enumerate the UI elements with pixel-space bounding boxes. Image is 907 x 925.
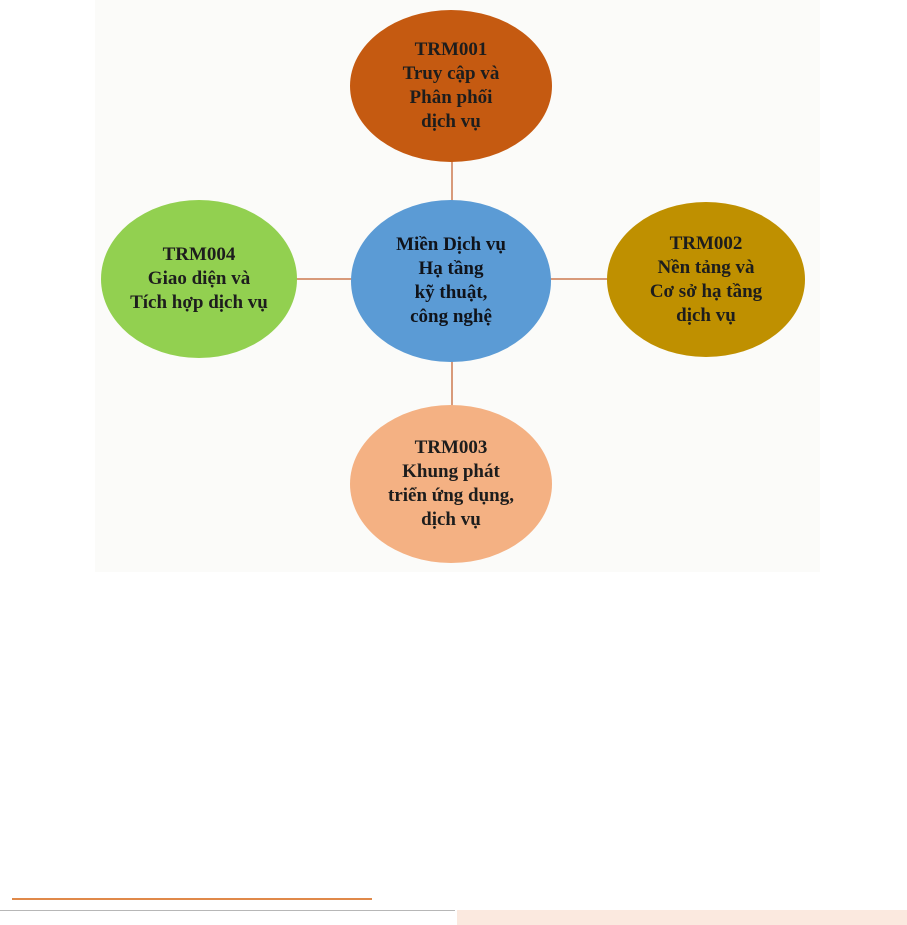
- node-trm003: TRM003 Khung phát triển ứng dụng, dịch v…: [350, 405, 552, 563]
- node-trm002-line-2: Cơ sở hạ tầng: [649, 280, 763, 302]
- node-trm001-label: TRM001 Truy cập và Phân phối dịch vụ: [403, 38, 500, 134]
- center-node: Miền Dịch vụ Hạ tầng kỹ thuật, công nghệ: [351, 200, 551, 362]
- node-trm001-line-3: dịch vụ: [421, 111, 481, 132]
- node-trm003-line-1: Khung phát: [402, 461, 500, 482]
- node-trm003-line-3: dịch vụ: [421, 509, 481, 530]
- center-node-line-1: Hạ tầng: [418, 258, 484, 279]
- page-footer-band: [457, 910, 907, 925]
- node-trm001-line-2: Phân phối: [409, 87, 493, 108]
- node-trm004-code: TRM004: [162, 244, 236, 265]
- node-trm001: TRM001 Truy cập và Phân phối dịch vụ: [350, 10, 552, 162]
- center-node-line-2: kỹ thuật,: [414, 282, 488, 303]
- node-trm002-code: TRM002: [669, 232, 743, 254]
- page-footer-rule: [0, 910, 455, 911]
- node-trm004: TRM004 Giao diện và Tích hợp dịch vụ: [101, 200, 297, 358]
- node-trm001-line-1: Truy cập và: [402, 63, 500, 84]
- node-trm002-line-1: Nền tảng và: [657, 256, 755, 278]
- node-trm002-label: TRM002 Nền tảng và Cơ sở hạ tầng dịch vụ: [650, 232, 762, 328]
- node-trm004-label: TRM004 Giao diện và Tích hợp dịch vụ: [130, 243, 268, 315]
- node-trm001-code: TRM001: [414, 39, 488, 60]
- center-node-label: Miền Dịch vụ Hạ tầng kỹ thuật, công nghệ: [396, 233, 506, 329]
- node-trm003-label: TRM003 Khung phát triển ứng dụng, dịch v…: [388, 436, 514, 532]
- footnote-separator: [12, 898, 372, 900]
- node-trm004-line-1: Giao diện và: [147, 268, 251, 289]
- node-trm002-line-3: dịch vụ: [676, 304, 736, 326]
- node-trm003-line-2: triển ứng dụng,: [388, 485, 514, 506]
- node-trm002: TRM002 Nền tảng và Cơ sở hạ tầng dịch vụ: [607, 202, 805, 357]
- center-node-line-3: công nghệ: [410, 306, 492, 327]
- node-trm003-code: TRM003: [414, 437, 488, 458]
- center-node-line-0: Miền Dịch vụ: [396, 234, 506, 255]
- node-trm004-line-2: Tích hợp dịch vụ: [130, 292, 268, 313]
